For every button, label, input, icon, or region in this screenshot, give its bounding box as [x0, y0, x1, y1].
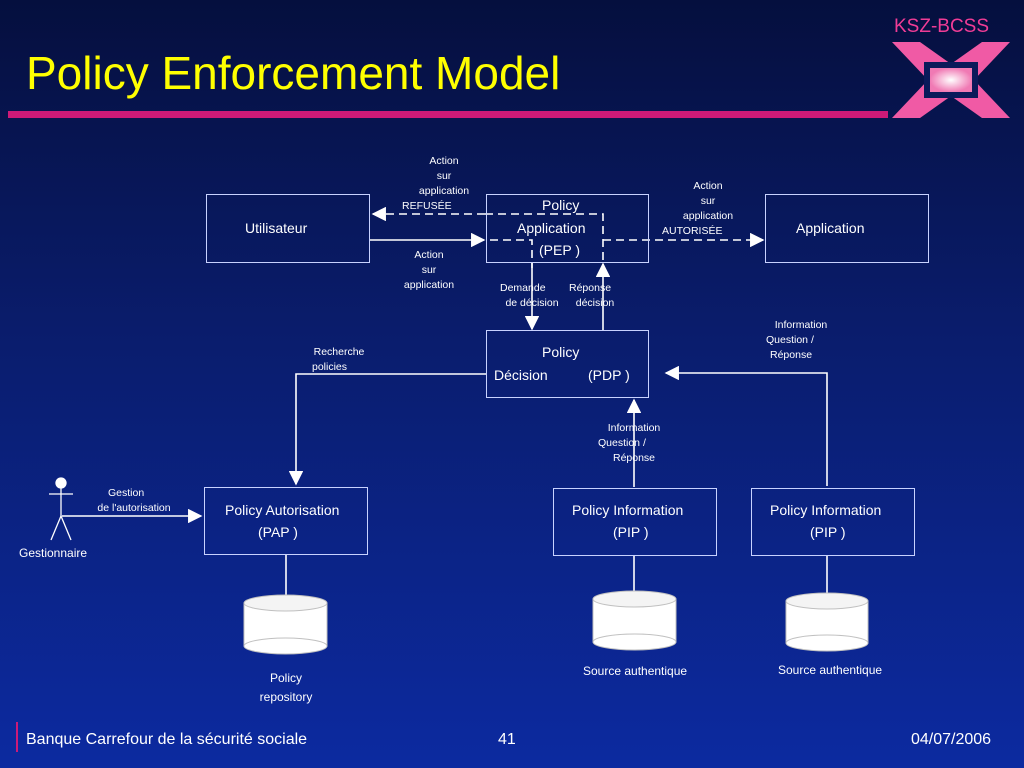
title-underline	[8, 111, 888, 118]
source1-cylinder-icon	[592, 590, 677, 651]
pdp-label-line1: Policy	[542, 344, 580, 360]
label-gestion-autorisation: Gestion de l'autorisation	[97, 487, 171, 514]
label-info-right: Information Question / Réponse	[766, 319, 828, 361]
pip1-label-line1: Policy Information	[572, 502, 684, 518]
source2-cylinder-icon	[785, 592, 869, 652]
pip2-label-line1: Policy Information	[770, 502, 882, 518]
arrow-recherche	[288, 373, 486, 486]
label-recherche-policies: Recherche policies	[312, 346, 365, 373]
label-action-autorisee: Action sur application AUTORISÉE	[662, 180, 734, 237]
label-reponse-decision: Réponse décision	[569, 282, 615, 309]
pdp-box	[486, 330, 649, 398]
brand-label: KSZ-BCSS	[894, 16, 990, 37]
label-action-sur-application: Action sur application	[403, 249, 455, 291]
pip1-label-line2: (PIP )	[613, 524, 649, 540]
pep-label-line2: Application	[517, 220, 586, 236]
pep-box	[486, 194, 649, 263]
pdp-label-line3: (PDP )	[588, 367, 630, 383]
arrow-pip2-pdp	[664, 365, 828, 486]
footer-organization: Banque Carrefour de la sécurité sociale	[26, 731, 308, 748]
footer-date: 04/07/2006	[911, 731, 992, 748]
pip1-box	[553, 488, 717, 556]
application-box	[765, 194, 929, 263]
actor-label: Gestionnaire	[19, 546, 88, 560]
pep-label-line1: Policy	[542, 197, 580, 213]
ksz-logo-icon	[892, 42, 1010, 118]
utilisateur-label: Utilisateur	[245, 220, 308, 236]
policy-repository-label: Policy repository	[259, 671, 313, 704]
page-number: 41	[498, 731, 516, 748]
pip2-box	[751, 488, 915, 556]
source1-label: Source authentique	[583, 664, 688, 678]
gestionnaire-actor-icon	[49, 477, 73, 541]
utilisateur-box	[206, 194, 370, 263]
pap-box	[204, 487, 368, 555]
pip2-label-line2: (PIP )	[810, 524, 846, 540]
label-info-mid: Information Question / Réponse	[598, 422, 661, 464]
application-label: Application	[796, 220, 865, 236]
label-action-refusee: Action sur application REFUSÉE	[402, 155, 470, 212]
arrow-pep-internal	[485, 213, 604, 260]
label-demande-decision: Demande de décision	[500, 282, 559, 309]
pep-label-line3: (PEP )	[539, 242, 580, 258]
footer-accent-bar	[16, 722, 18, 752]
pdp-label-line2: Décision	[494, 367, 548, 383]
pap-label-line1: Policy Autorisation	[225, 502, 340, 518]
source2-label: Source authentique	[778, 663, 883, 677]
page-title: Policy Enforcement Model	[26, 47, 561, 99]
pap-label-line2: (PAP )	[258, 524, 298, 540]
policy-repository-cylinder-icon	[243, 594, 328, 655]
arrow-pep-internal-2	[490, 239, 533, 268]
